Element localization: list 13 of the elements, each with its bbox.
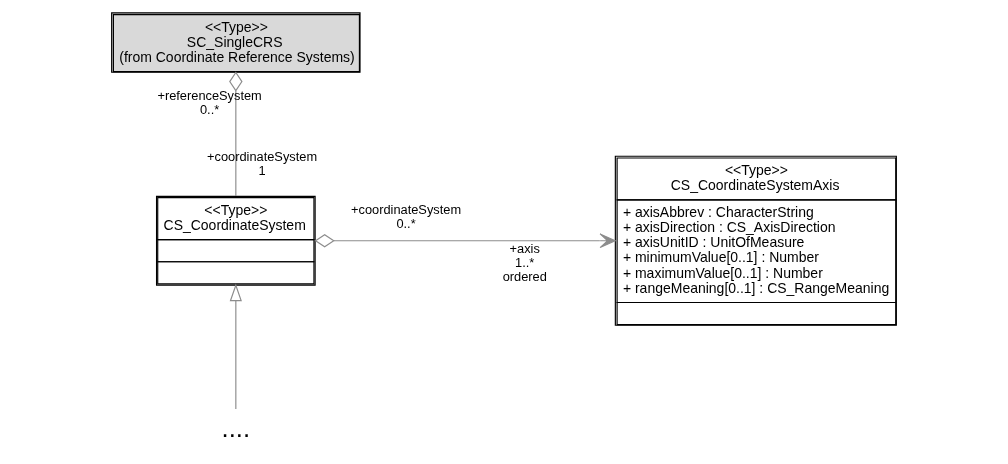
arrow [229,283,242,410]
node-text: .... [221,413,251,442]
label: +coordinateSystem [351,202,462,218]
arrow [314,233,616,249]
label: +referenceSystem [157,88,262,104]
label: ordered [502,268,547,284]
label: +coordinateSystem [207,149,318,165]
label: 0..* [199,102,220,118]
connector [229,71,243,197]
label: 1..* [515,254,535,270]
label: 0..* [396,216,416,232]
label: +axis [509,240,540,256]
label: 1 [258,163,266,179]
